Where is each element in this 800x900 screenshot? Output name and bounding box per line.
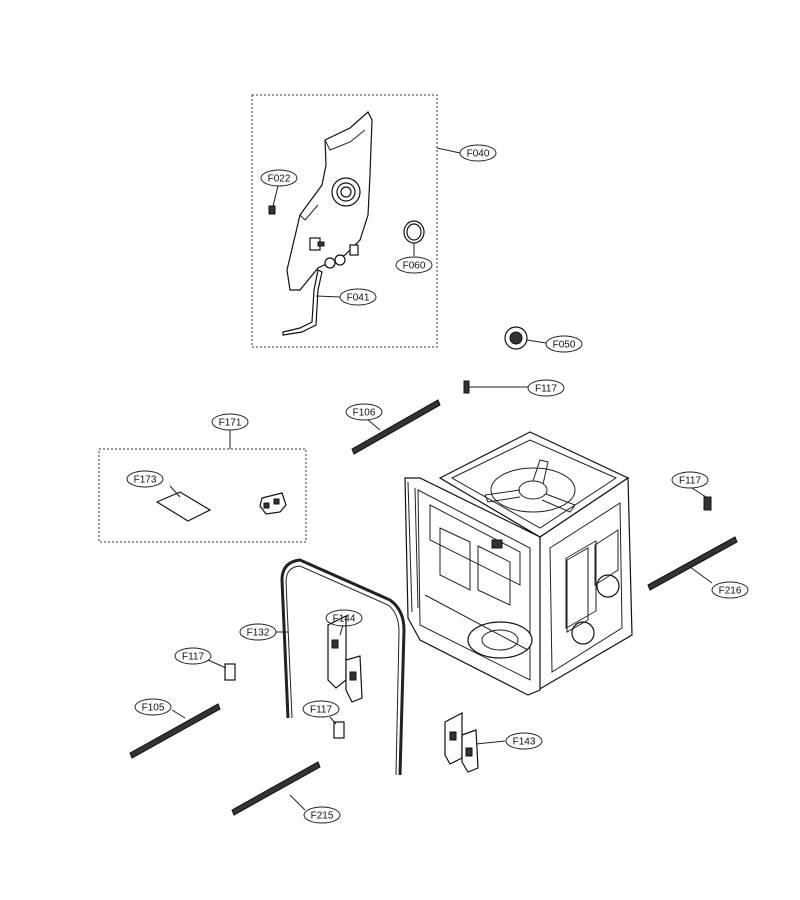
callout-f215: F215	[303, 806, 341, 824]
callout-f105: F105	[134, 698, 172, 716]
svg-text:F216: F216	[719, 586, 742, 597]
svg-text:F117: F117	[535, 384, 557, 395]
svg-text:F041: F041	[347, 293, 370, 304]
callout-f060: F060	[395, 256, 433, 274]
part-f106-rail	[351, 399, 441, 455]
svg-text:F173: F173	[134, 475, 157, 486]
part-f117-right-clip	[703, 496, 712, 511]
part-f173-sheet	[155, 491, 212, 522]
part-f215-rail	[231, 761, 321, 816]
group-box-f040	[251, 94, 438, 348]
part-f216-rail	[647, 536, 738, 591]
svg-text:F143: F143	[513, 737, 536, 748]
callout-f144: F144	[325, 609, 363, 627]
part-f105-rail	[129, 703, 221, 759]
part-f117-left-clip	[224, 663, 236, 681]
callout-f106: F106	[345, 403, 383, 421]
svg-text:F105: F105	[142, 703, 165, 714]
svg-text:F060: F060	[403, 261, 426, 272]
part-f132-door-gasket	[280, 558, 406, 776]
svg-text:F117: F117	[182, 652, 204, 663]
part-tub-body	[404, 431, 633, 696]
svg-text:F106: F106	[353, 408, 376, 419]
svg-text:F022: F022	[268, 174, 291, 185]
part-f040-cover-plate	[286, 111, 373, 291]
callout-f041: F041	[339, 288, 377, 306]
svg-text:F171: F171	[219, 418, 242, 429]
callout-f216: F216	[711, 581, 749, 599]
group-box-f171	[98, 448, 307, 543]
svg-text:F215: F215	[311, 811, 334, 822]
part-f050-cap	[504, 326, 528, 350]
part-f171-bracket	[259, 492, 287, 515]
callout-f117-left: F117	[174, 647, 212, 665]
part-f117-top-clip	[463, 380, 480, 394]
svg-text:F050: F050	[553, 340, 576, 351]
callout-f117-mid: F117	[302, 700, 340, 718]
callout-f171: F171	[211, 413, 249, 431]
part-f143-hinge	[444, 712, 479, 773]
svg-text:F117: F117	[310, 705, 332, 716]
svg-text:F144: F144	[333, 614, 356, 625]
part-f022-clip	[268, 205, 276, 215]
part-f144-hinge	[327, 615, 363, 703]
leader-lines	[169, 147, 713, 811]
callout-f132: F132	[239, 623, 277, 641]
callout-f173: F173	[126, 470, 164, 488]
svg-text:F132: F132	[247, 628, 270, 639]
part-f060-o-ring	[403, 220, 425, 244]
part-f041-hose	[282, 269, 323, 336]
callout-f040: F040	[459, 144, 497, 162]
part-f117-mid-clip	[333, 721, 345, 739]
callout-f117-right: F117	[671, 471, 709, 489]
svg-text:F117: F117	[679, 476, 701, 487]
callout-f117-top: F117	[527, 379, 565, 397]
svg-text:F040: F040	[467, 149, 490, 160]
callout-f022: F022	[260, 169, 298, 187]
callout-f143: F143	[505, 732, 543, 750]
callout-f050: F050	[545, 335, 583, 353]
